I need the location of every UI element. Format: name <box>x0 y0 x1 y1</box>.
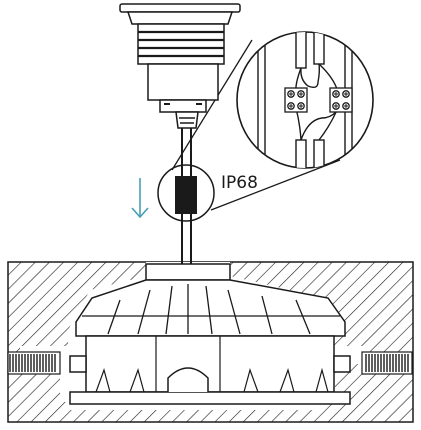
installation-box <box>69 263 351 405</box>
connector-highlight-circle <box>157 164 215 222</box>
inground-light-fixture <box>119 3 241 129</box>
zoom-detail <box>236 31 374 169</box>
zoom-leader-lines <box>171 39 341 211</box>
waterproof-connector <box>175 176 197 214</box>
conduit-right <box>361 351 413 375</box>
arrow-down-icon <box>131 178 149 219</box>
terminal-block-right <box>329 87 353 113</box>
terminal-block-left <box>284 87 308 113</box>
conduit-left <box>7 351 61 375</box>
ip-rating-label: IP68 <box>221 173 258 193</box>
